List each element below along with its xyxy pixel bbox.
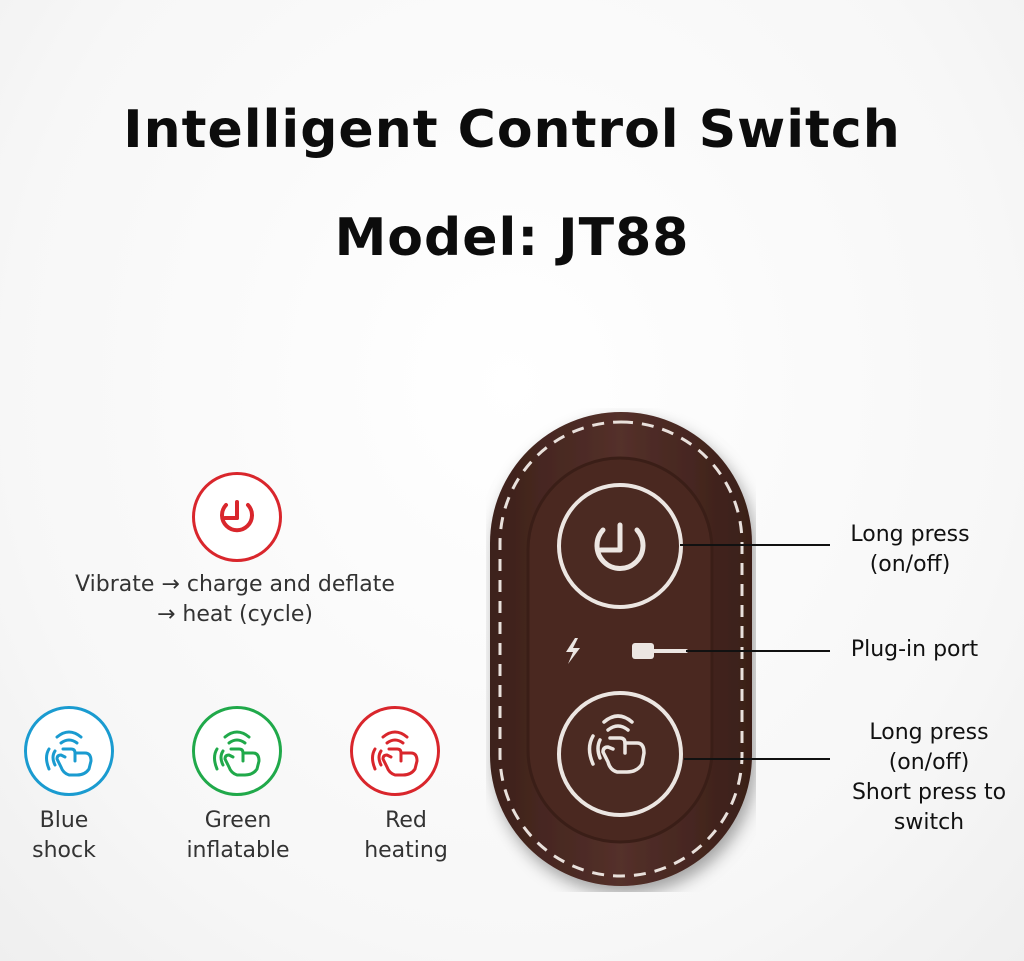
hand-vibration-icon bbox=[587, 714, 646, 774]
leader-line-massage bbox=[684, 758, 830, 760]
model-title: Model: JT88 bbox=[334, 208, 690, 268]
callout-power-line2: (on/off) bbox=[869, 552, 951, 577]
mode-label-blue-line1: Blue bbox=[39, 808, 89, 833]
device-stitching bbox=[498, 420, 744, 878]
cycle-note-line1: Vibrate → charge and deflate bbox=[75, 572, 395, 597]
leader-line-power bbox=[680, 544, 830, 546]
mode-label-red-line2: heating bbox=[364, 838, 448, 863]
blue-mode-icon-circle bbox=[24, 706, 114, 796]
hand-vibration-icon bbox=[45, 730, 93, 777]
cycle-note-line2: → heat (cycle) bbox=[156, 602, 314, 627]
red-mode-icon-circle bbox=[350, 706, 440, 796]
mode-label-green: Green inflatable bbox=[163, 806, 313, 866]
callout-massage-line4: switch bbox=[893, 810, 965, 835]
cycle-note: Vibrate → charge and deflate → heat (cyc… bbox=[40, 570, 430, 630]
power-button[interactable] bbox=[557, 483, 683, 609]
page-title: Intelligent Control Switch bbox=[123, 100, 901, 160]
power-icon bbox=[594, 522, 646, 571]
callout-massage-line3: Short press to bbox=[851, 780, 1007, 805]
mode-label-red-line1: Red bbox=[385, 808, 427, 833]
callout-power-line1: Long press bbox=[850, 522, 970, 547]
callout-port-line1: Plug-in port bbox=[850, 637, 979, 662]
lightning-icon bbox=[566, 638, 580, 664]
massage-mode-button[interactable] bbox=[557, 691, 683, 817]
callout-massage-line2: (on/off) bbox=[888, 750, 970, 775]
usb-cable-icon bbox=[632, 643, 688, 659]
callout-power: Long press (on/off) bbox=[830, 520, 990, 580]
mode-label-green-line1: Green bbox=[204, 808, 272, 833]
hand-vibration-icon bbox=[213, 730, 261, 777]
mode-label-blue-line2: shock bbox=[32, 838, 96, 863]
green-mode-icon-circle bbox=[192, 706, 282, 796]
control-switch-device bbox=[490, 412, 752, 886]
power-mode-icon-circle bbox=[192, 472, 282, 562]
callout-massage: Long press (on/off) Short press to switc… bbox=[834, 718, 1024, 838]
power-icon bbox=[220, 500, 254, 533]
callout-massage-line1: Long press bbox=[869, 720, 989, 745]
leader-line-port bbox=[686, 650, 830, 652]
hand-vibration-icon bbox=[371, 730, 419, 777]
mode-label-red: Red heating bbox=[331, 806, 481, 866]
mode-label-green-line2: inflatable bbox=[186, 838, 290, 863]
callout-port: Plug-in port bbox=[832, 635, 997, 665]
mode-label-blue: Blue shock bbox=[0, 806, 139, 866]
